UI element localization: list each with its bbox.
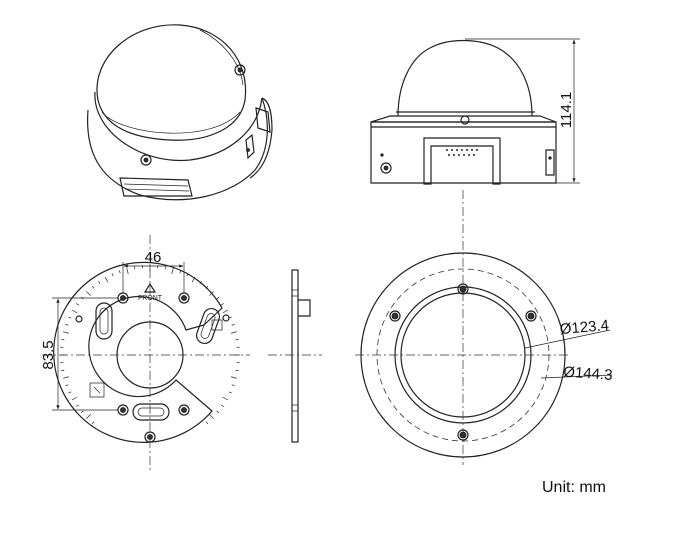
plate-tick: [231, 376, 238, 379]
plate-tick: [68, 316, 72, 319]
plate-tick: [98, 281, 101, 284]
plate-side-profile: [268, 269, 322, 443]
plate-tick: [126, 267, 129, 274]
plate-tick: [86, 291, 91, 296]
plate-tick: [228, 391, 232, 394]
plate-tick: [235, 369, 239, 371]
plate-tick: [231, 323, 235, 326]
plate-tick: [62, 376, 69, 379]
plate-tick: [134, 266, 136, 270]
plate-tick: [118, 270, 121, 274]
plate-tick: [205, 421, 209, 425]
plate-tick: [61, 339, 65, 341]
unit-label: Unit: mm: [542, 479, 606, 496]
plate-tick: [235, 339, 239, 341]
plate-tick: [216, 410, 220, 414]
plate-tick: [65, 323, 69, 326]
plate-tick: [91, 421, 95, 425]
plate-tick: [76, 404, 79, 407]
side-view: [370, 38, 580, 185]
inner-diameter-label: Ø123.4: [559, 317, 610, 338]
plate-tick: [164, 266, 166, 270]
plate-tick: [62, 331, 69, 334]
perspective-view: [86, 24, 273, 201]
plate-tick: [68, 391, 72, 394]
plate-tick: [91, 285, 95, 289]
plate-tick: [221, 303, 224, 306]
plate-tick: [80, 410, 84, 414]
plate-tick: [65, 384, 69, 387]
hole-spacing-label: 46: [145, 249, 162, 266]
plate-tick: [231, 384, 235, 387]
bottom-view: [355, 190, 613, 465]
mounting-plate: [42, 235, 250, 470]
plate-tick: [71, 396, 78, 401]
plate-tick: [209, 414, 214, 419]
height-dimension-label: 114.1: [558, 92, 575, 128]
plate-tick: [86, 414, 91, 419]
plate-tick: [61, 369, 65, 371]
plate-tick: [221, 404, 224, 407]
front-mark-label: FRONT: [138, 295, 163, 302]
plate-tick: [222, 396, 229, 401]
outer-diameter-label: Ø144.3: [563, 363, 613, 383]
plate-tick: [76, 303, 79, 306]
plate-tick: [111, 273, 114, 277]
plate-tick: [104, 276, 109, 283]
plate-height-label: 83.5: [40, 340, 57, 369]
plate-tick: [216, 296, 220, 300]
plate-tick: [222, 309, 229, 314]
plate-tick: [71, 309, 78, 314]
plate-tick: [231, 331, 238, 334]
plate-tick: [171, 267, 174, 274]
